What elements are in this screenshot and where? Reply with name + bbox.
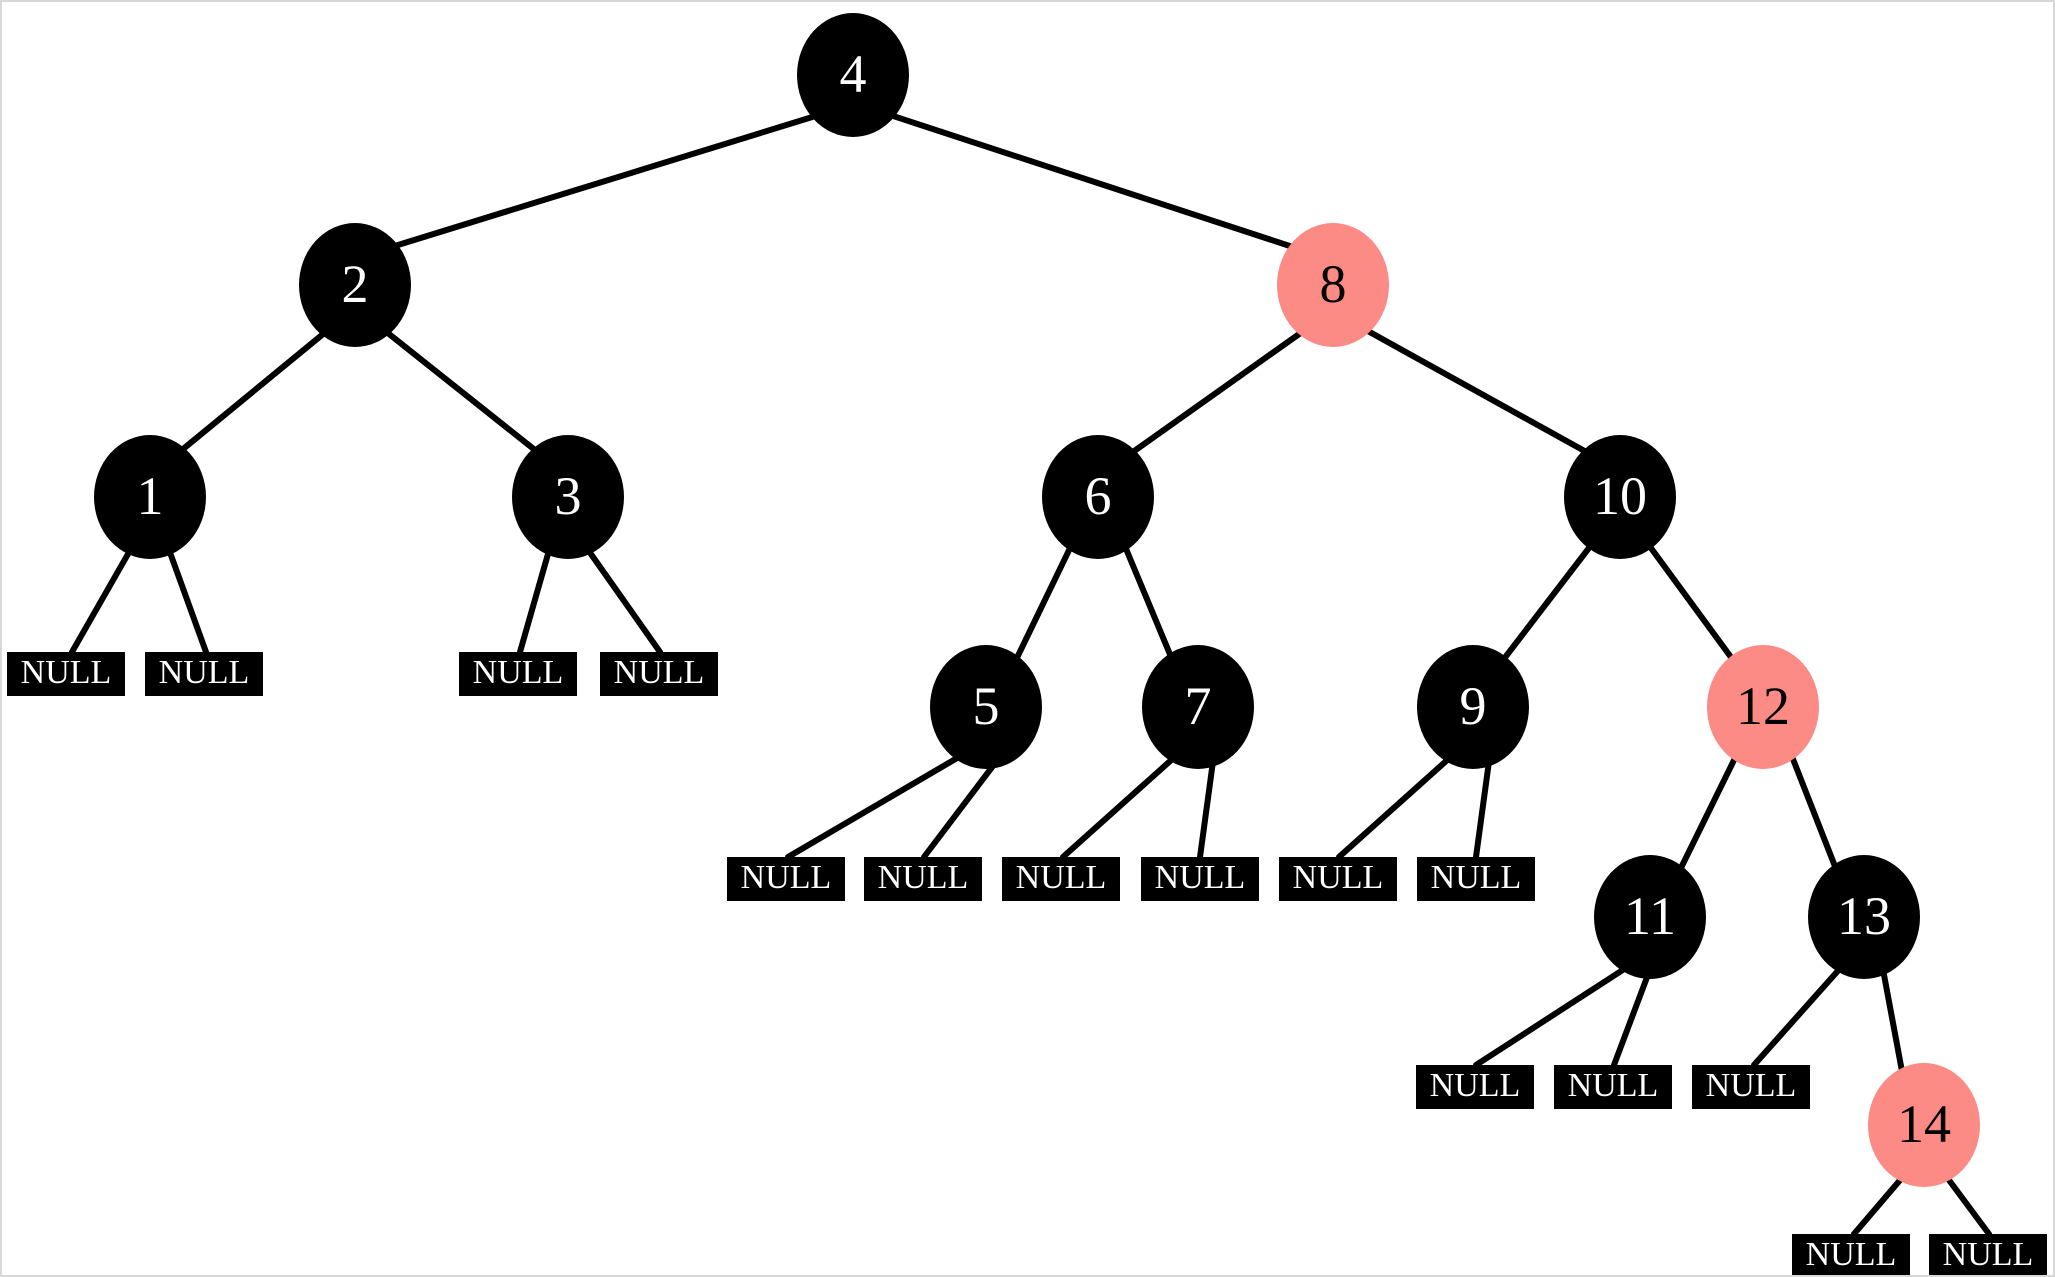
tree-null-leaf-label: NULL: [1705, 1067, 1797, 1104]
tree-null-leaf-label: NULL: [1430, 859, 1522, 896]
tree-node-14[interactable]: 14: [1868, 1063, 1980, 1187]
tree-null-leaf: NULL: [145, 652, 263, 696]
tree-null-leaf: NULL: [1141, 857, 1259, 901]
tree-node-1[interactable]: 1: [94, 435, 206, 559]
tree-null-leaf: NULL: [1279, 857, 1397, 901]
tree-null-leaf-label: NULL: [472, 654, 564, 691]
tree-null-leaf: NULL: [1792, 1234, 1910, 1275]
tree-null-leaf: NULL: [1002, 857, 1120, 901]
tree-node-label: 2: [341, 254, 369, 314]
tree-null-leaf-label: NULL: [1429, 1067, 1521, 1104]
tree-edge: [1675, 751, 1740, 877]
tree-null-leaf: NULL: [459, 652, 577, 696]
tree-edge: [785, 751, 967, 860]
tree-edge: [1336, 751, 1457, 860]
tree-edge: [1940, 1169, 1992, 1237]
tree-edge: [69, 544, 135, 655]
tree-node-8[interactable]: 8: [1277, 223, 1389, 347]
tree-null-leaf: NULL: [1692, 1065, 1810, 1109]
tree-edge: [1611, 961, 1655, 1068]
tree-edge: [1121, 541, 1177, 667]
tree-edge: [1473, 751, 1493, 860]
tree-node-label: 13: [1837, 886, 1891, 946]
tree-edge: [517, 544, 553, 655]
tree-null-leaf: NULL: [1417, 857, 1535, 901]
tree-null-leaf-label: NULL: [1805, 1236, 1897, 1273]
tree-node-3[interactable]: 3: [512, 435, 624, 559]
tree-node-11[interactable]: 11: [1594, 855, 1706, 979]
tree-null-leaf-label: NULL: [1567, 1067, 1659, 1104]
tree-null-leaf-label: NULL: [1015, 859, 1107, 896]
tree-edge: [1473, 961, 1635, 1068]
tree-null-leaf-label: NULL: [20, 654, 112, 691]
tree-edge: [1788, 751, 1841, 877]
tree-node-10[interactable]: 10: [1564, 435, 1676, 559]
tree-null-leaf-label: NULL: [1942, 1236, 2034, 1273]
tree-node-12[interactable]: 12: [1707, 645, 1819, 769]
tree-edge: [884, 111, 1302, 252]
tree-edge: [1851, 1169, 1910, 1237]
tree-null-leaf: NULL: [7, 652, 125, 696]
tree-edge: [382, 111, 825, 252]
tree-null-leaf-label: NULL: [158, 654, 250, 691]
tree-node-6[interactable]: 6: [1042, 435, 1154, 559]
tree-node-label: 10: [1593, 466, 1647, 526]
tree-edge: [1363, 327, 1593, 457]
tree-node-5[interactable]: 5: [930, 645, 1042, 769]
tree-edge: [1645, 541, 1739, 667]
tree-null-leaf-label: NULL: [1154, 859, 1246, 896]
tree-null-leaf: NULL: [1554, 1065, 1672, 1109]
tree-edge: [1751, 961, 1847, 1068]
tree-null-leaf: NULL: [727, 857, 845, 901]
tree-node-13[interactable]: 13: [1808, 855, 1920, 979]
tree-edge: [1497, 541, 1595, 667]
tree-node-label: 11: [1624, 886, 1676, 946]
tree-node-7[interactable]: 7: [1142, 645, 1254, 769]
tree-node-4[interactable]: 4: [797, 13, 909, 137]
tree-null-leaf-label: NULL: [613, 654, 705, 691]
tree-node-2[interactable]: 2: [299, 223, 411, 347]
tree-node-label: 1: [136, 466, 164, 526]
tree-null-leaf: NULL: [1929, 1234, 2047, 1275]
tree-edge: [1127, 329, 1305, 457]
tree-edge: [165, 544, 209, 655]
tree-edge: [1060, 751, 1181, 860]
tree-null-leaf: NULL: [864, 857, 982, 901]
tree-edge: [1879, 961, 1907, 1085]
tree-node-9[interactable]: 9: [1417, 645, 1529, 769]
tree-node-label: 8: [1319, 254, 1347, 314]
tree-null-leaf: NULL: [600, 652, 718, 696]
tree-node-label: 6: [1084, 466, 1112, 526]
tree-null-leaf-label: NULL: [740, 859, 832, 896]
tree-node-label: 12: [1736, 676, 1790, 736]
tree-null-leaf: NULL: [1416, 1065, 1534, 1109]
tree-edge: [381, 327, 543, 457]
tree-edge: [1197, 751, 1217, 860]
tree-null-leaf-label: NULL: [1292, 859, 1384, 896]
tree-edge: [174, 327, 331, 457]
tree-node-label: 7: [1184, 676, 1212, 736]
tree-node-label: 14: [1897, 1094, 1951, 1154]
tree-null-leaf-label: NULL: [877, 859, 969, 896]
tree-node-label: 5: [972, 676, 1000, 736]
tree-edge: [1011, 541, 1075, 667]
tree-node-label: 3: [554, 466, 582, 526]
tree-edge: [583, 544, 663, 655]
tree-edge: [921, 751, 1005, 860]
tree-node-label: 4: [839, 44, 867, 104]
tree-node-label: 9: [1459, 676, 1487, 736]
